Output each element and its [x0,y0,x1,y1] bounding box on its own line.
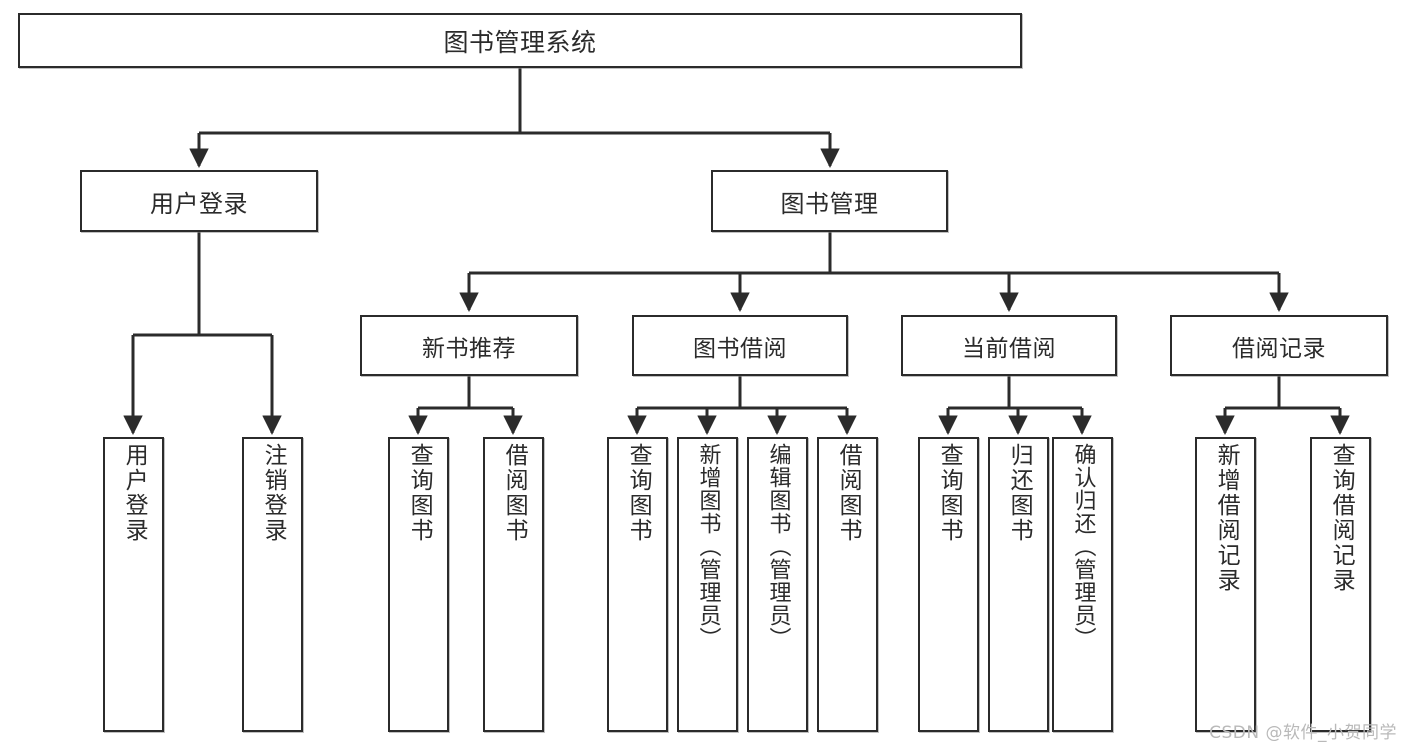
node-label: 新书推荐 [422,335,516,362]
leaf-borrow-borrow-book[interactable]: 借阅图书 [817,437,878,732]
leaf-user-login-logout[interactable]: 注销登录 [242,437,303,732]
leaf-record-query-record[interactable]: 查询借阅记录 [1310,437,1371,732]
node-label: 编辑图书（管理员） [765,443,791,650]
node-label: 查询图书 [406,443,433,543]
leaf-current-confirm-return-admin[interactable]: 确认归还（管理员） [1052,437,1113,732]
node-borrow-record[interactable]: 借阅记录 [1170,315,1388,376]
node-label: 查询借阅记录 [1328,443,1355,593]
node-label: 确认归还（管理员） [1070,443,1096,650]
node-label: 归还图书 [1006,443,1033,543]
node-label: 图书管理系统 [443,27,597,57]
node-label: 借阅记录 [1232,335,1326,362]
node-label: 用户登录 [150,189,248,218]
node-label: 查询图书 [936,443,963,543]
node-book-management[interactable]: 图书管理 [711,170,948,232]
leaf-borrow-query-book[interactable]: 查询图书 [607,437,668,732]
leaf-current-query-book[interactable]: 查询图书 [918,437,979,732]
node-label: 新增图书（管理员） [695,443,721,650]
leaf-new-book-borrow[interactable]: 借阅图书 [483,437,544,732]
leaf-new-book-query[interactable]: 查询图书 [388,437,449,732]
node-label: 用户登录 [121,443,148,543]
node-label: 借阅图书 [501,443,528,543]
node-new-book-recommend[interactable]: 新书推荐 [360,315,578,376]
node-label: 查询图书 [625,443,652,543]
leaf-current-return-book[interactable]: 归还图书 [988,437,1049,732]
node-label: 借阅图书 [835,443,862,543]
node-label: 图书管理 [780,189,879,218]
node-label: 注销登录 [260,443,287,543]
node-label: 图书借阅 [693,335,787,362]
leaf-borrow-add-book-admin[interactable]: 新增图书（管理员） [677,437,738,732]
node-book-borrow[interactable]: 图书借阅 [632,315,848,376]
leaf-borrow-edit-book-admin[interactable]: 编辑图书（管理员） [747,437,808,732]
watermark-text: CSDN @软件_小贺同学 [1209,723,1397,743]
node-label: 当前借阅 [962,335,1056,362]
node-current-borrow[interactable]: 当前借阅 [901,315,1117,376]
node-label: 新增借阅记录 [1213,443,1240,593]
leaf-user-login-login[interactable]: 用户登录 [103,437,164,732]
node-root-system[interactable]: 图书管理系统 [18,13,1022,68]
leaf-record-add-record[interactable]: 新增借阅记录 [1195,437,1256,732]
node-user-login[interactable]: 用户登录 [80,170,318,232]
